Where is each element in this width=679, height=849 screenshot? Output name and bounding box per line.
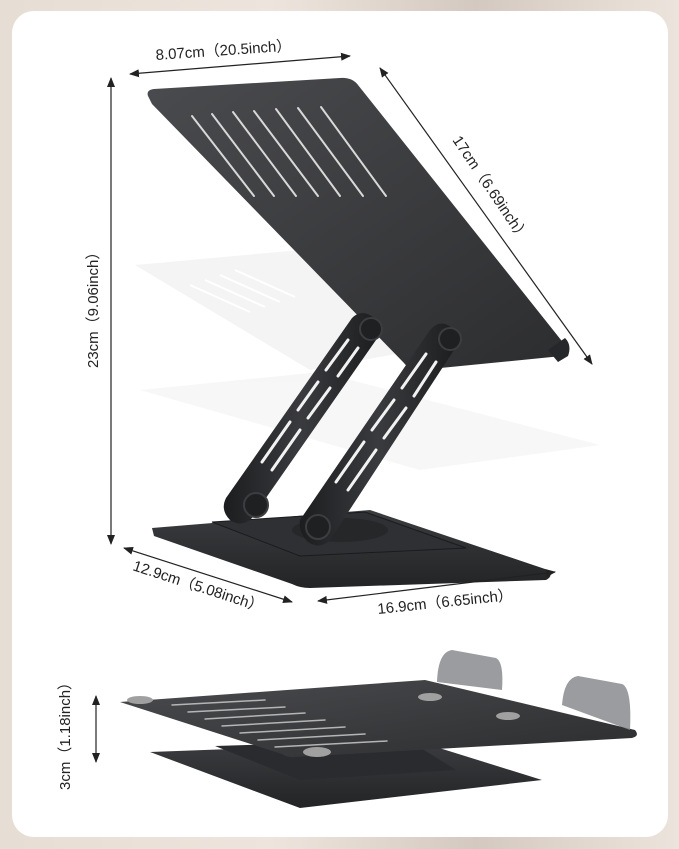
dim-folded-height: 3cm（1.18inch） <box>57 675 74 790</box>
support-arms <box>223 313 462 546</box>
folded-stand <box>120 650 637 808</box>
dimension-lines <box>92 52 593 763</box>
vent-slots <box>191 106 387 197</box>
rubber-pads <box>127 693 520 757</box>
folded-vent-slots <box>171 699 388 748</box>
dim-total-height: 23cm（9.06inch） <box>85 245 102 368</box>
left-arm <box>223 313 383 524</box>
dim-top-width: 8.07cm（20.5inch） <box>155 38 292 64</box>
